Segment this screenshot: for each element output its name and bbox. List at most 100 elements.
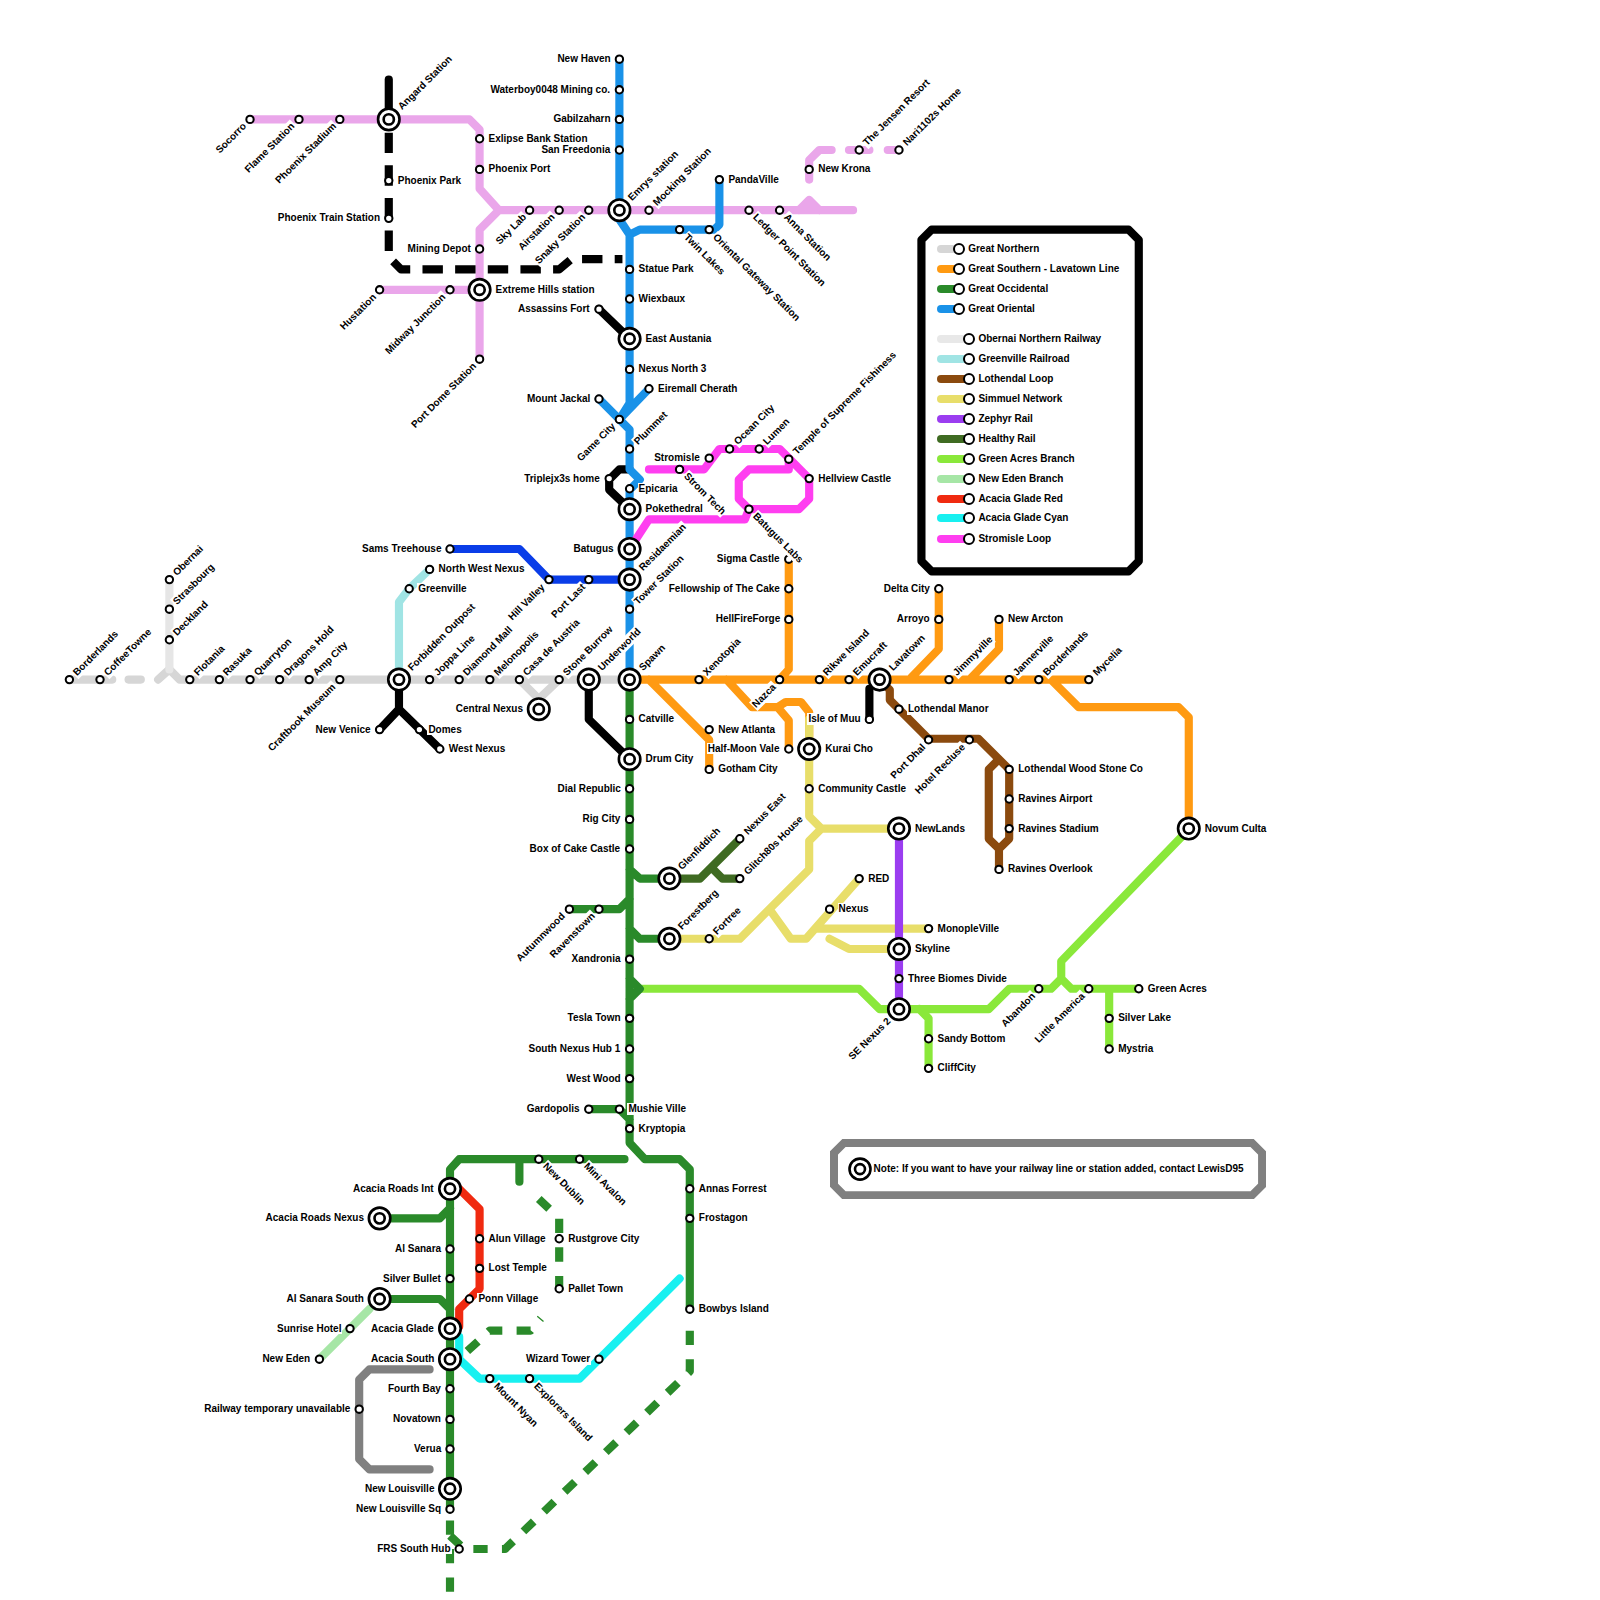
station-label: Waterboy0048 Mining co. bbox=[489, 84, 611, 96]
station-dot bbox=[446, 1506, 453, 1513]
station-label: Ravines Stadium bbox=[1017, 823, 1100, 835]
station-label: Frostagon bbox=[698, 1212, 749, 1224]
station-dot bbox=[726, 445, 733, 452]
station-marker bbox=[476, 135, 483, 142]
station-marker bbox=[528, 698, 549, 719]
legend-text: Acacia Glade Cyan bbox=[978, 511, 1068, 525]
station-label: Hustation bbox=[337, 290, 379, 332]
station-label: Diamond Mall bbox=[460, 623, 516, 679]
station-dot bbox=[96, 676, 103, 683]
interchange-core bbox=[624, 544, 634, 554]
station-dot bbox=[446, 1385, 453, 1392]
station-marker bbox=[616, 146, 623, 153]
station-dot bbox=[895, 975, 902, 982]
station-label: Underworld bbox=[595, 625, 644, 674]
station-label: Hill Valley bbox=[505, 580, 548, 623]
station-label: Borderlands bbox=[1040, 627, 1091, 678]
station-marker bbox=[856, 875, 863, 882]
station-dot bbox=[556, 676, 563, 683]
legend-station-dot bbox=[963, 533, 975, 545]
legend-station-dot bbox=[963, 433, 975, 445]
station-label: Nexus East bbox=[741, 790, 789, 838]
station-label: Gabilzaharn bbox=[552, 113, 611, 125]
station-label: Statue Park bbox=[638, 263, 695, 275]
station-label: Gardopolis bbox=[526, 1103, 581, 1115]
station-dot bbox=[1006, 766, 1013, 773]
station-label: Tower Station bbox=[631, 552, 687, 608]
station-dot bbox=[436, 745, 443, 752]
station-marker bbox=[585, 576, 592, 583]
station-label: Novatown bbox=[392, 1413, 442, 1425]
station-label: NewLands bbox=[914, 823, 966, 835]
station-label: North West Nexus bbox=[438, 563, 526, 575]
pink-dashed-line bbox=[849, 146, 899, 154]
station-label: Flotania bbox=[191, 642, 228, 679]
station-dot bbox=[276, 676, 283, 683]
station-marker bbox=[619, 328, 640, 349]
station-marker bbox=[446, 1416, 453, 1423]
station-dot bbox=[626, 606, 633, 613]
station-dot bbox=[745, 207, 752, 214]
station-dot bbox=[385, 177, 392, 184]
station-label: Mystria bbox=[1117, 1043, 1154, 1055]
station-label: Acacia Roads Int bbox=[352, 1183, 435, 1195]
station-label: Snaky Station bbox=[532, 211, 588, 267]
station-dot bbox=[806, 475, 813, 482]
station-label: Rikwe Island bbox=[820, 626, 872, 678]
interchange-core bbox=[624, 674, 634, 684]
black-dashed-line bbox=[389, 133, 623, 270]
station-marker bbox=[626, 1045, 633, 1052]
station-label: Catville bbox=[638, 713, 676, 725]
legend-row: Green Acres Branch bbox=[0, 452, 1600, 466]
legend-station-dot bbox=[963, 413, 975, 425]
station-marker bbox=[166, 606, 173, 613]
interchange-core bbox=[474, 285, 484, 295]
station-marker bbox=[1006, 676, 1013, 683]
green-acres-line bbox=[640, 835, 1184, 1069]
station-dot bbox=[645, 385, 652, 392]
station-marker bbox=[216, 676, 223, 683]
station-label: Little America bbox=[1032, 989, 1088, 1045]
legend-row: Acacia Glade Cyan bbox=[0, 511, 1600, 525]
station-marker bbox=[1106, 1045, 1113, 1052]
station-marker bbox=[356, 1406, 363, 1413]
station-marker bbox=[246, 676, 253, 683]
interchange-ring bbox=[659, 928, 680, 949]
station-marker bbox=[556, 1235, 563, 1242]
station-label: Airstation bbox=[515, 211, 558, 254]
station-marker bbox=[166, 636, 173, 643]
station-label: New Dublin bbox=[540, 1160, 588, 1208]
black-line bbox=[380, 309, 870, 759]
station-marker bbox=[806, 475, 813, 482]
station-label: Fourth Bay bbox=[387, 1383, 442, 1395]
station-marker bbox=[439, 1348, 460, 1369]
legend-station-dot bbox=[953, 283, 965, 295]
legend-swatch bbox=[937, 305, 959, 313]
station-label: New Atlanta bbox=[717, 724, 776, 736]
station-dot bbox=[295, 116, 302, 123]
station-dot bbox=[945, 676, 952, 683]
station-marker bbox=[476, 1235, 483, 1242]
interchange-core bbox=[874, 674, 884, 684]
station-marker bbox=[385, 177, 392, 184]
station-label: New Louisville bbox=[364, 1483, 435, 1495]
station-dot bbox=[706, 766, 713, 773]
station-marker bbox=[756, 445, 763, 452]
station-marker bbox=[785, 616, 792, 623]
station-marker bbox=[645, 385, 652, 392]
station-label: Exlipse Bank Station bbox=[488, 133, 589, 145]
station-label: Epicaria bbox=[638, 483, 679, 495]
acacia-red-line bbox=[459, 1189, 479, 1327]
legend-swatch bbox=[937, 495, 970, 503]
station-marker bbox=[935, 616, 942, 623]
station-dot bbox=[1085, 985, 1092, 992]
interchange-ring bbox=[619, 748, 640, 769]
station-label: PandaVille bbox=[727, 174, 779, 186]
station-dot bbox=[516, 676, 523, 683]
station-label: Isle of Muu bbox=[807, 713, 861, 725]
station-marker bbox=[516, 676, 523, 683]
station-marker bbox=[745, 506, 752, 513]
station-dot bbox=[476, 245, 483, 252]
station-dot bbox=[935, 616, 942, 623]
